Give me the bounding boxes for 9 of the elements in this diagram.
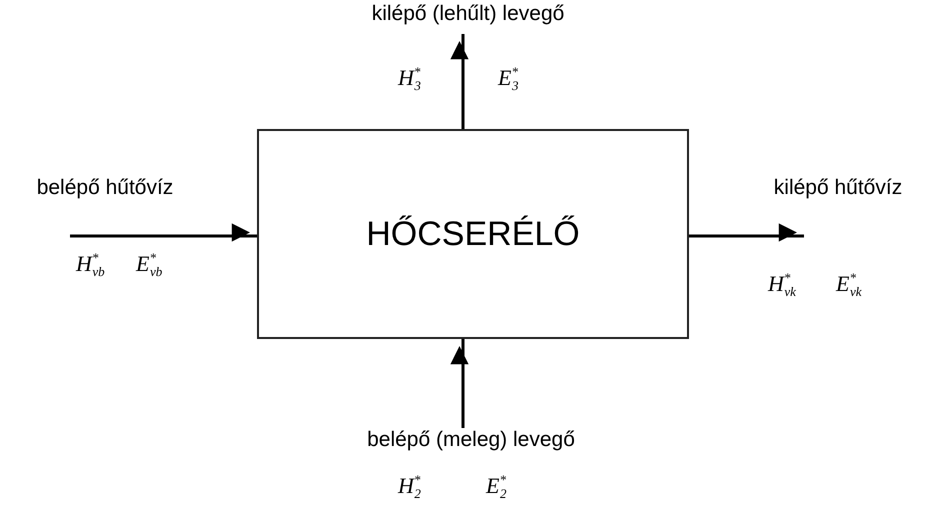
inlet-label: belépő hűtővíz: [10, 176, 200, 204]
process-box: HŐCSERÉLŐ: [257, 129, 689, 339]
arrow: [70, 223, 257, 242]
outlet-label: kilépő hűtővíz: [750, 176, 926, 204]
inlet-label: belépő (meleg) levegő: [336, 428, 606, 456]
outlet-label: kilépő (lehűlt) levegő: [336, 2, 600, 30]
arrow: [450, 34, 469, 129]
arrow: [689, 223, 804, 242]
arrow: [450, 339, 469, 428]
